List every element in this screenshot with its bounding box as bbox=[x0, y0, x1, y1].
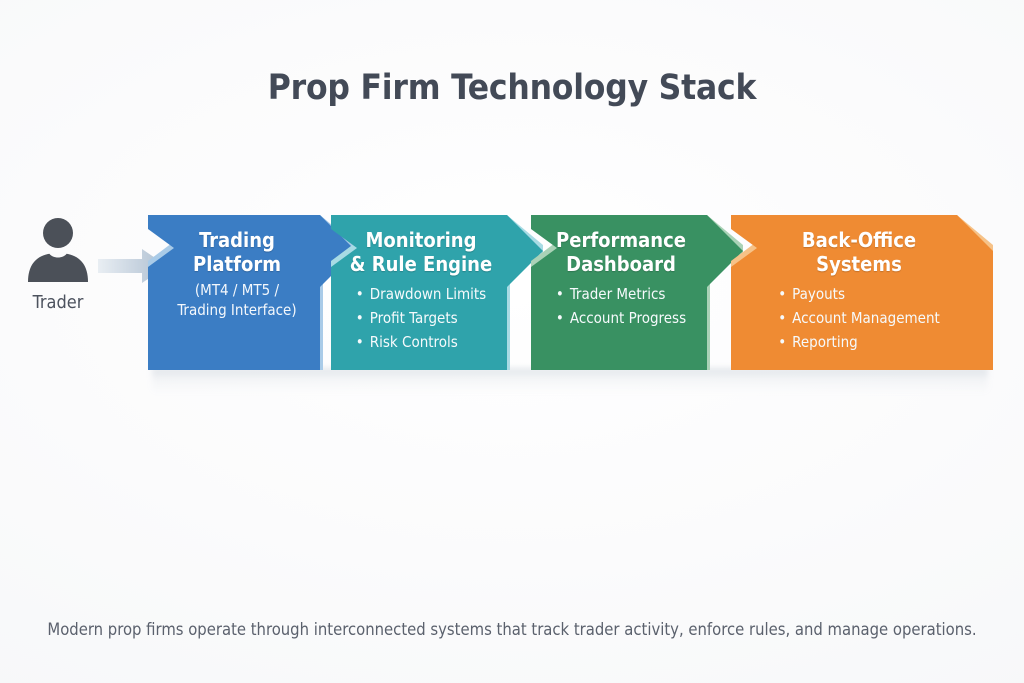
stage-1-shape bbox=[148, 215, 356, 370]
footer-caption: Modern prop firms operate through interc… bbox=[47, 620, 977, 639]
list-item: Risk Controls bbox=[356, 330, 486, 354]
trader-actor: Trader bbox=[18, 212, 98, 313]
stage-2-bullets: Drawdown Limits Profit Targets Risk Cont… bbox=[356, 282, 486, 354]
person-icon bbox=[28, 218, 88, 282]
stage-monitoring-rule-engine[interactable]: Monitoring & Rule Engine Drawdown Limits… bbox=[331, 215, 543, 370]
stage-performance-dashboard[interactable]: Performance Dashboard Trader Metrics Acc… bbox=[531, 215, 743, 370]
stage-1-subtitle: (MT4 / MT5 / Trading Interface) bbox=[177, 281, 297, 319]
pipeline: Trading Platform (MT4 / MT5 / Trading In… bbox=[148, 215, 993, 370]
list-item: Account Progress bbox=[556, 306, 686, 330]
list-item: Drawdown Limits bbox=[356, 282, 486, 306]
stage-4-title: Back-Office Systems bbox=[801, 228, 917, 276]
stage-2-title: Monitoring & Rule Engine bbox=[349, 228, 493, 276]
pipeline-shadow bbox=[152, 368, 988, 394]
list-item: Reporting bbox=[778, 330, 940, 354]
stage-3-title: Performance Dashboard bbox=[556, 228, 686, 276]
stage-1-title: Trading Platform bbox=[193, 228, 281, 276]
stage-3-bullets: Trader Metrics Account Progress bbox=[556, 282, 686, 330]
list-item: Trader Metrics bbox=[556, 282, 686, 306]
stage-4-bullets: Payouts Account Management Reporting bbox=[778, 282, 940, 354]
list-item: Profit Targets bbox=[356, 306, 486, 330]
list-item: Account Management bbox=[778, 306, 940, 330]
trader-label: Trader bbox=[32, 292, 84, 313]
list-item: Payouts bbox=[778, 282, 940, 306]
stage-back-office-systems[interactable]: Back-Office Systems Payouts Account Mana… bbox=[731, 215, 993, 370]
page-title: Prop Firm Technology Stack bbox=[267, 68, 757, 108]
stage-trading-platform[interactable]: Trading Platform (MT4 / MT5 / Trading In… bbox=[148, 215, 356, 370]
